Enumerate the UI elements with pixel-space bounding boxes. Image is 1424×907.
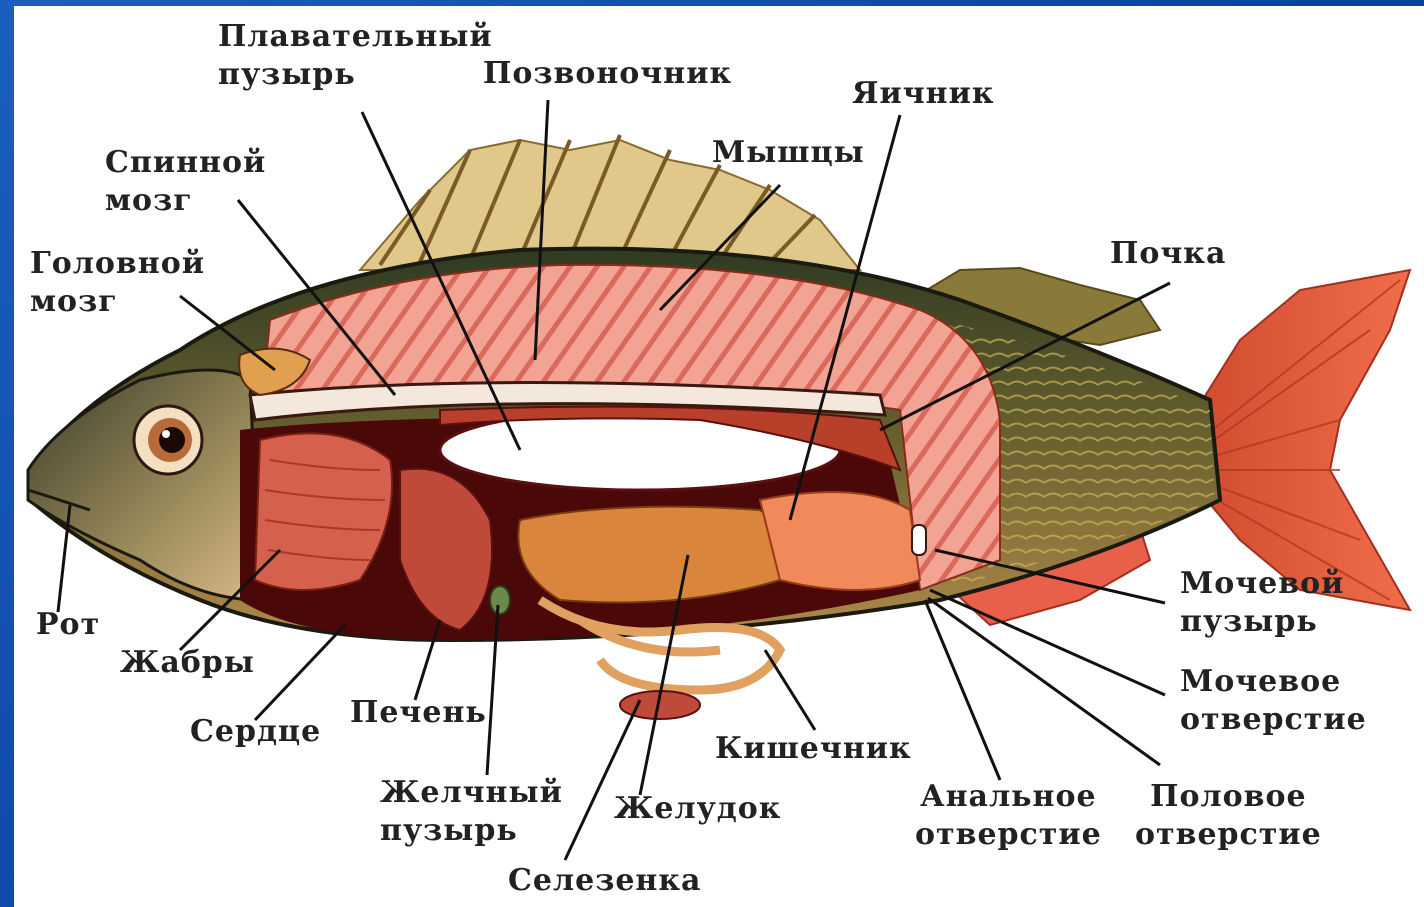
- label-stomach: Желудок: [614, 790, 781, 828]
- urinary-bladder-shape: [912, 525, 926, 555]
- tail-fin: [1190, 270, 1410, 610]
- label-liver: Печень: [350, 694, 487, 732]
- label-anal-opening: Анальное отверстие: [915, 778, 1102, 854]
- label-ovary: Яичник: [852, 75, 995, 113]
- label-spine: Позвоночник: [483, 55, 732, 93]
- label-muscles: Мышцы: [712, 134, 865, 172]
- ovary-shape: [760, 492, 920, 590]
- label-swim-bladder: Плавательный пузырь: [218, 18, 493, 94]
- label-spinal-cord: Спинной мозг: [105, 144, 266, 220]
- label-urinary-opening: Мочевое отверстие: [1180, 663, 1367, 739]
- label-intestine: Кишечник: [715, 730, 912, 768]
- label-spleen: Селезенка: [508, 862, 702, 900]
- label-gills: Жабры: [120, 644, 255, 682]
- label-genital-opening: Половое отверстие: [1135, 778, 1322, 854]
- label-brain: Головной мозг: [30, 245, 205, 321]
- fish-eye: [134, 406, 202, 474]
- label-mouth: Рот: [36, 606, 100, 644]
- label-heart: Сердце: [190, 713, 321, 751]
- stomach-shape: [518, 507, 786, 603]
- label-urinary-bladder: Мочевой пузырь: [1180, 565, 1344, 641]
- label-gallbladder: Желчный пузырь: [380, 774, 563, 850]
- gallbladder-shape: [490, 586, 510, 614]
- label-kidney: Почка: [1110, 235, 1226, 273]
